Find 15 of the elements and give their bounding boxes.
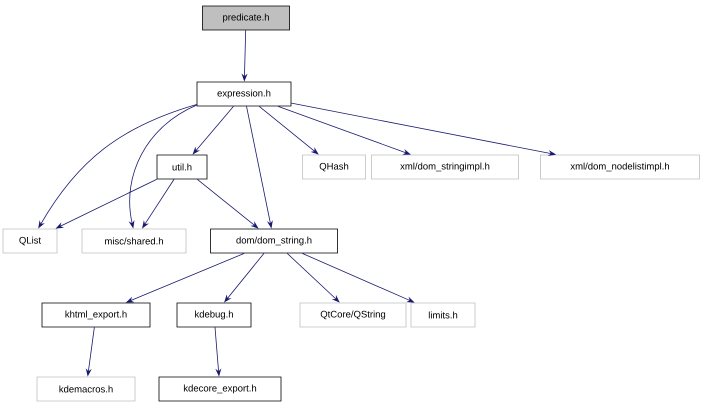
file-box: dom/dom_string.h bbox=[210, 228, 338, 254]
file-box: khtml_export.h bbox=[42, 302, 150, 328]
file-box: expression.h bbox=[196, 82, 292, 106]
file-box: kdemacros.h bbox=[36, 376, 136, 402]
file-box: QList bbox=[2, 228, 58, 254]
file-box: xml/dom_stringimpl.h bbox=[371, 154, 519, 180]
file-box: kdebug.h bbox=[176, 302, 252, 328]
file-box: limits.h bbox=[410, 302, 476, 328]
file-box: QHash bbox=[302, 154, 366, 180]
file-box: util.h bbox=[156, 154, 208, 180]
file-box: kdecore_export.h bbox=[158, 376, 282, 402]
file-box: QtCore/QString bbox=[300, 302, 406, 328]
file-box: misc/shared.h bbox=[82, 228, 186, 254]
file-box: xml/dom_nodelistimpl.h bbox=[540, 154, 700, 180]
file-box: predicate.h bbox=[202, 6, 290, 30]
